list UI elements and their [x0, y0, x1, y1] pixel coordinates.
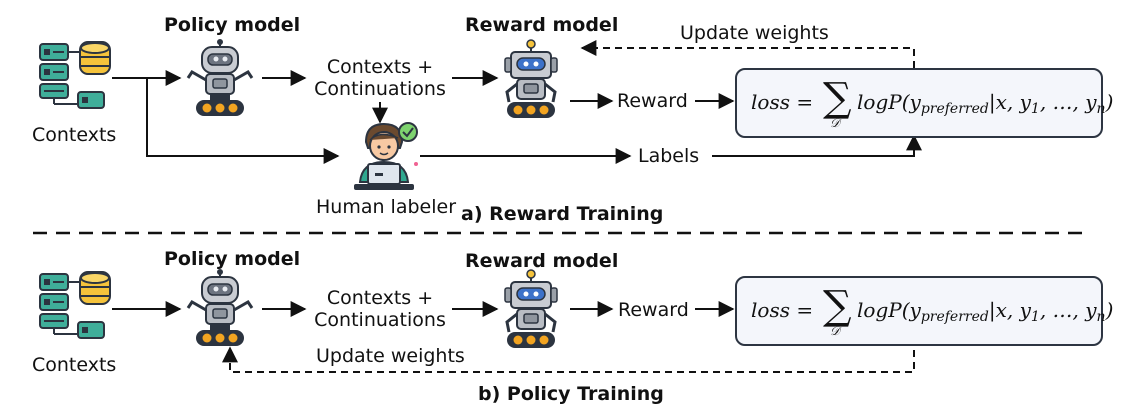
labels-label: Labels — [638, 145, 700, 167]
loss-rhs: logP(ypreferred|x, y1, …, yn) — [857, 298, 1114, 325]
sum-over-dataset: 𝒟 — [830, 116, 840, 130]
caption-reward-training: a) Reward Training — [461, 203, 664, 225]
reward-label: Reward — [617, 90, 688, 112]
robot-icon — [503, 38, 559, 120]
update-weights-label: Update weights — [680, 22, 829, 44]
policy-model-title: Policy model — [164, 14, 301, 36]
loss-box: loss = ∑ 𝒟 logP(ypreferred|x, y1, …, yn) — [735, 68, 1113, 138]
flow-arrows-bottom — [112, 301, 915, 373]
loss-rhs: logP(ypreferred|x, y1, …, yn) — [857, 90, 1114, 117]
loss-lhs: loss = — [751, 90, 814, 114]
loss-box: loss = ∑ 𝒟 logP(ypreferred|x, y1, …, yn) — [735, 276, 1113, 346]
reward-model-title: Reward model — [465, 250, 619, 272]
contexts-label: Contexts — [32, 124, 117, 146]
robot-icon — [503, 268, 559, 350]
sum-over-dataset: 𝒟 — [830, 324, 840, 338]
human-labeler-label: Human labeler — [316, 196, 457, 218]
reward-label: Reward — [618, 299, 689, 321]
sum-symbol: ∑ — [823, 75, 852, 121]
contexts-continuations-label: Contexts + Continuations — [314, 56, 446, 100]
loss-lhs: loss = — [751, 298, 814, 322]
server-database-icon — [39, 41, 111, 109]
reward-model-title: Reward model — [465, 14, 619, 36]
contexts-continuations-label: Contexts + Continuations — [314, 287, 446, 331]
policy-model-title: Policy model — [164, 248, 301, 270]
server-database-icon — [39, 271, 111, 339]
caption-policy-training: b) Policy Training — [478, 383, 664, 405]
robot-icon — [186, 37, 254, 118]
human-labeler-icon — [353, 122, 419, 191]
flow-arrows-top — [112, 40, 922, 164]
contexts-label: Contexts — [32, 354, 117, 376]
sum-symbol: ∑ — [823, 283, 852, 329]
robot-icon — [186, 267, 254, 348]
update-weights-label: Update weights — [316, 345, 465, 367]
